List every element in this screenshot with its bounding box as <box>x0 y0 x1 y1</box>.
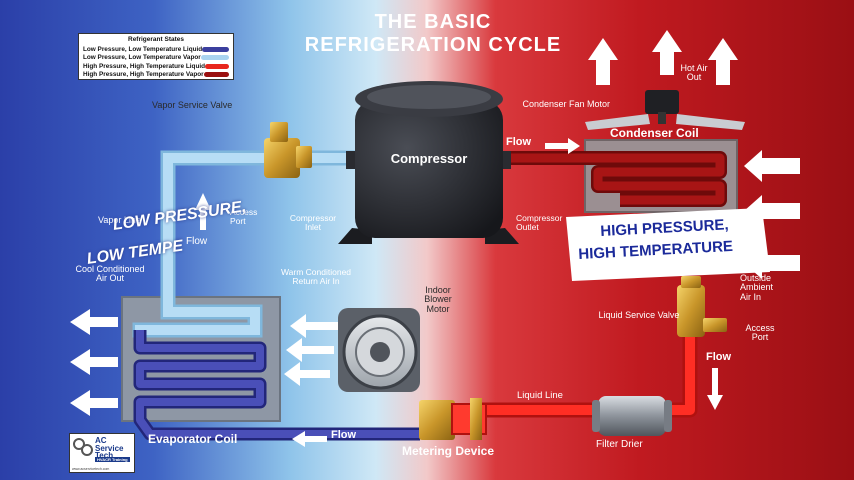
compressor-inlet-label: Compressor Inlet <box>289 213 337 232</box>
compressor <box>338 81 519 244</box>
flow-top-label: Flow <box>506 136 532 148</box>
logo-url: www.acservicetech.com <box>72 467 110 471</box>
vapor-service-valve-label: Vapor Service Valve <box>152 100 233 110</box>
cool-air-arrows <box>70 309 118 416</box>
indoor-blower <box>338 308 420 392</box>
outside-ambient-air-label: Outside Ambient Air In <box>740 273 774 302</box>
access-port-right-label: Access Port <box>745 323 775 343</box>
flow-left-label: Flow <box>186 236 208 247</box>
legend: Refrigerant States Low Pressure, Low Tem… <box>78 33 234 80</box>
liquid-line-label: Liquid Line <box>517 390 563 401</box>
metering-device-label: Metering Device <box>402 444 495 458</box>
access-port-left-label: Access Port <box>230 207 258 226</box>
vapor-service-valve <box>264 122 312 178</box>
hot-air-out-label: Hot Air Out <box>680 63 708 83</box>
condenser-fan-motor-label: Condenser Fan Motor <box>522 99 610 109</box>
compressor-label: Compressor <box>390 151 468 166</box>
high-pressure-banner <box>566 208 770 281</box>
metering-device <box>419 398 487 440</box>
legend-swatch <box>205 63 229 69</box>
filter-drier <box>592 396 672 436</box>
liquid-service-valve-label: Liquid Service Valve <box>598 310 680 320</box>
hot-air-arrows <box>588 30 738 85</box>
flow-right-label: Flow <box>706 351 732 363</box>
legend-item: Low Pressure, Low Temperature Vapor <box>83 54 229 63</box>
legend-swatch <box>200 55 229 61</box>
filter-drier-label: Filter Drier <box>596 439 643 450</box>
cool-air-out-label: Cool Conditioned Air Out <box>75 264 145 284</box>
condenser-coil-label: Condenser Coil <box>610 126 699 140</box>
liquid-service-valve <box>677 276 727 337</box>
discharge-line-pipe <box>505 151 727 207</box>
evaporator-coil-pipe <box>133 330 420 441</box>
title-line1: THE BASIC <box>374 11 492 33</box>
evaporator-coil-label: Evaporator Coil <box>148 432 238 446</box>
warm-return-air-label: Warm Conditioned Return Air In <box>280 267 352 286</box>
flow-arrows <box>195 138 723 447</box>
legend-swatch <box>202 46 229 52</box>
logo-circle-icon <box>81 444 93 456</box>
legend-item: High Pressure, High Temperature Vapor <box>83 71 229 80</box>
indoor-blower-motor-label: Indoor Blower Motor <box>424 285 452 314</box>
legend-swatch <box>203 72 229 78</box>
compressor-outlet-label: Compressor Outlet <box>516 213 563 232</box>
return-air-arrows <box>284 314 338 386</box>
legend-item: Low Pressure, Low Temperature Liquid <box>83 45 229 54</box>
title-line2: REFRIGERATION CYCLE <box>304 34 562 56</box>
condenser-fan <box>585 90 745 130</box>
flow-bottom-label: Flow <box>331 429 357 441</box>
ac-service-tech-logo: AC Service Tech HVACR Training www.acser… <box>69 433 135 473</box>
vapor-line-label: Vapor Line <box>98 215 141 225</box>
logo-brand: AC Service Tech <box>95 436 124 461</box>
legend-item: High Pressure, High Temperature Liquid <box>83 62 229 71</box>
legend-title: Refrigerant States <box>128 36 184 43</box>
logo-tagline: HVACR Training <box>95 457 130 462</box>
